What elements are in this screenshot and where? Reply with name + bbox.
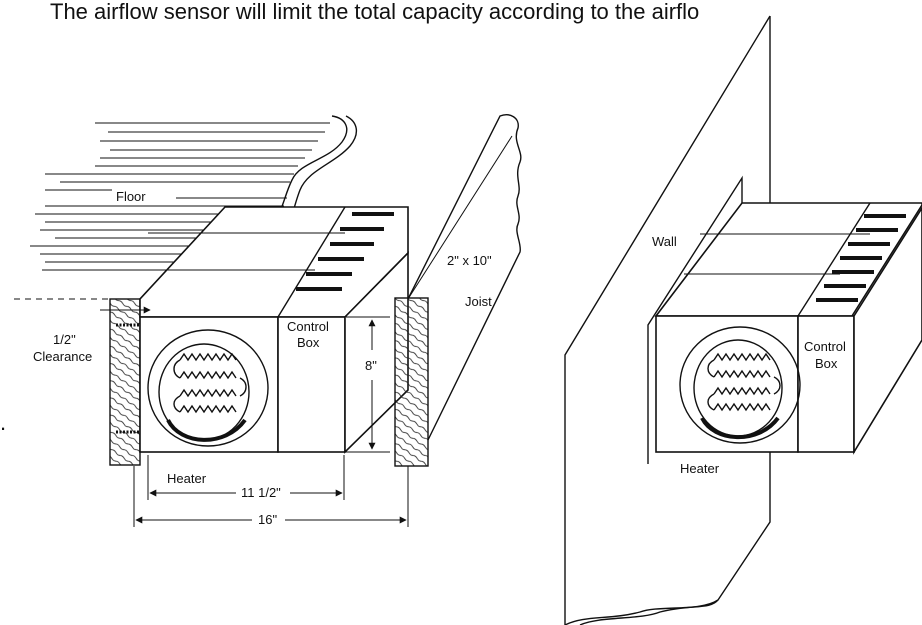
heating-element-icon	[147, 329, 269, 447]
clearance-value: 1/2"	[53, 332, 76, 347]
left-joist-block	[109, 298, 141, 466]
heater-label-left: Heater	[167, 471, 207, 486]
control-box-label-line1: Control	[287, 319, 329, 334]
right-joist-block	[394, 297, 429, 467]
right-figure: Wall Control Box Heater	[564, 15, 922, 625]
vent-slots	[816, 214, 906, 302]
heating-element-icon	[679, 326, 801, 444]
control-box-label-line2: Box	[297, 335, 320, 350]
margin-mark: .	[0, 410, 6, 435]
wall-label: Wall	[652, 234, 677, 249]
width-dim: 11 1/2"	[241, 485, 281, 500]
heater-front	[139, 316, 279, 453]
span-dim: 16"	[258, 512, 277, 527]
floor-label: Floor	[116, 189, 146, 204]
left-figure: Floor	[14, 114, 522, 527]
heater-label-right: Heater	[680, 461, 720, 476]
control-box-label-line1-right: Control	[804, 339, 846, 354]
height-dim: 8"	[365, 358, 377, 373]
joist-size: 2" x 10"	[447, 253, 492, 268]
control-box-front-right	[797, 315, 855, 453]
joist-label: Joist	[465, 294, 492, 309]
vent-slots	[296, 212, 394, 291]
control-box-label-line2-right: Box	[815, 356, 838, 371]
header-text: The airflow sensor will limit the total …	[50, 0, 699, 24]
clearance-label: Clearance	[33, 349, 92, 364]
